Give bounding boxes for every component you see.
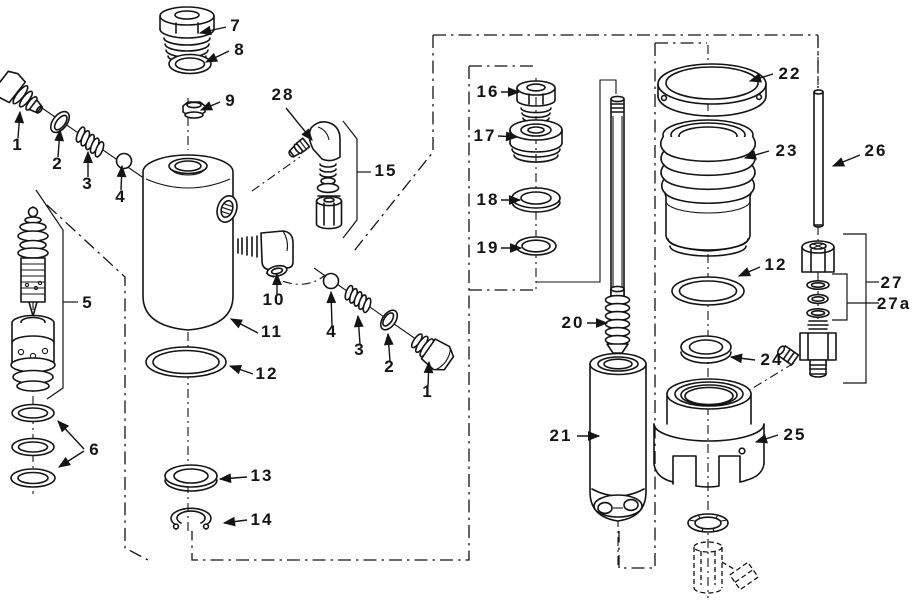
callout-4-mid: 4 xyxy=(326,322,337,341)
bellows-part-23 xyxy=(659,119,757,257)
callout-12-left: 12 xyxy=(256,364,279,383)
oring-part-8 xyxy=(168,53,212,75)
callout-18: 18 xyxy=(477,190,500,209)
callout-11: 11 xyxy=(261,322,283,341)
callout-23: 23 xyxy=(776,141,799,160)
base-part-25 xyxy=(653,378,765,488)
washer-part-13 xyxy=(164,464,218,492)
callout-4-left: 4 xyxy=(115,187,126,206)
callout-15: 15 xyxy=(375,161,398,180)
oring-part-12-right xyxy=(671,276,745,306)
callout-24: 24 xyxy=(761,350,784,369)
snap-ring-part-14 xyxy=(170,507,212,530)
leader-arrows xyxy=(14,25,861,527)
callout-19: 19 xyxy=(477,238,500,257)
ring-part-18 xyxy=(511,187,561,213)
callout-6: 6 xyxy=(89,440,100,459)
callout-12-right: 12 xyxy=(765,255,788,274)
callout-1-left: 1 xyxy=(12,135,23,154)
nut-part-9 xyxy=(182,101,206,119)
piston-rod xyxy=(610,95,625,301)
callout-20: 20 xyxy=(562,313,585,332)
callout-1-mid: 1 xyxy=(422,382,433,401)
fitting-part-27 xyxy=(776,240,837,378)
orings-part-6 xyxy=(10,403,56,488)
spring-part-3-left xyxy=(75,126,105,158)
callout-2-left: 2 xyxy=(52,154,63,173)
callout-21: 21 xyxy=(550,426,573,445)
callout-7: 7 xyxy=(230,16,241,35)
bracket-part-15 xyxy=(342,120,371,239)
elbow-part-15 xyxy=(308,121,343,230)
plug-part-1-left xyxy=(0,70,44,114)
body-part-11 xyxy=(142,154,238,331)
spring-part-20 xyxy=(604,285,631,359)
callout-25: 25 xyxy=(784,425,807,444)
callout-27a: 27a xyxy=(877,294,911,313)
callout-5: 5 xyxy=(82,293,93,312)
callout-14: 14 xyxy=(251,510,274,529)
tube-part-26 xyxy=(813,89,824,228)
bracket-part-5 xyxy=(35,189,78,400)
phantom-block xyxy=(693,541,760,594)
ring-part-22 xyxy=(657,63,767,117)
callout-22: 22 xyxy=(779,64,802,83)
spring-part-3-mid xyxy=(344,284,372,314)
callout-3-mid: 3 xyxy=(354,340,365,359)
callout-28: 28 xyxy=(272,85,295,104)
bracket-part-27 xyxy=(843,233,879,384)
ball-part-4-mid xyxy=(322,272,340,290)
callout-26: 26 xyxy=(865,141,888,160)
plug-part-1-mid xyxy=(410,333,455,371)
elbow-part-10 xyxy=(237,230,294,278)
callout-17: 17 xyxy=(474,126,497,145)
washer-part-2-mid xyxy=(379,309,399,331)
callout-labels: 1 2 3 4 5 6 7 8 9 10 11 12 13 14 15 16 1… xyxy=(12,16,911,529)
callout-3-left: 3 xyxy=(82,174,93,193)
spool-part-5 xyxy=(10,206,56,392)
plug-part-7 xyxy=(159,6,215,63)
callout-8: 8 xyxy=(234,40,245,59)
callout-2-mid: 2 xyxy=(384,357,395,376)
ring-part-24 xyxy=(680,335,732,364)
callout-13: 13 xyxy=(251,466,274,485)
ball-part-4-left xyxy=(115,152,133,170)
oring-part-19 xyxy=(515,236,557,256)
bracket-part-27a xyxy=(832,273,879,321)
snap-ring-bottom xyxy=(687,513,729,533)
cylinder-part-21 xyxy=(589,352,647,522)
callout-16: 16 xyxy=(477,82,500,101)
callout-10: 10 xyxy=(263,290,286,309)
callout-27: 27 xyxy=(881,273,904,292)
oring-part-12-left xyxy=(145,346,227,378)
grease-fitting-part-28 xyxy=(288,137,311,158)
callout-9: 9 xyxy=(225,91,236,110)
